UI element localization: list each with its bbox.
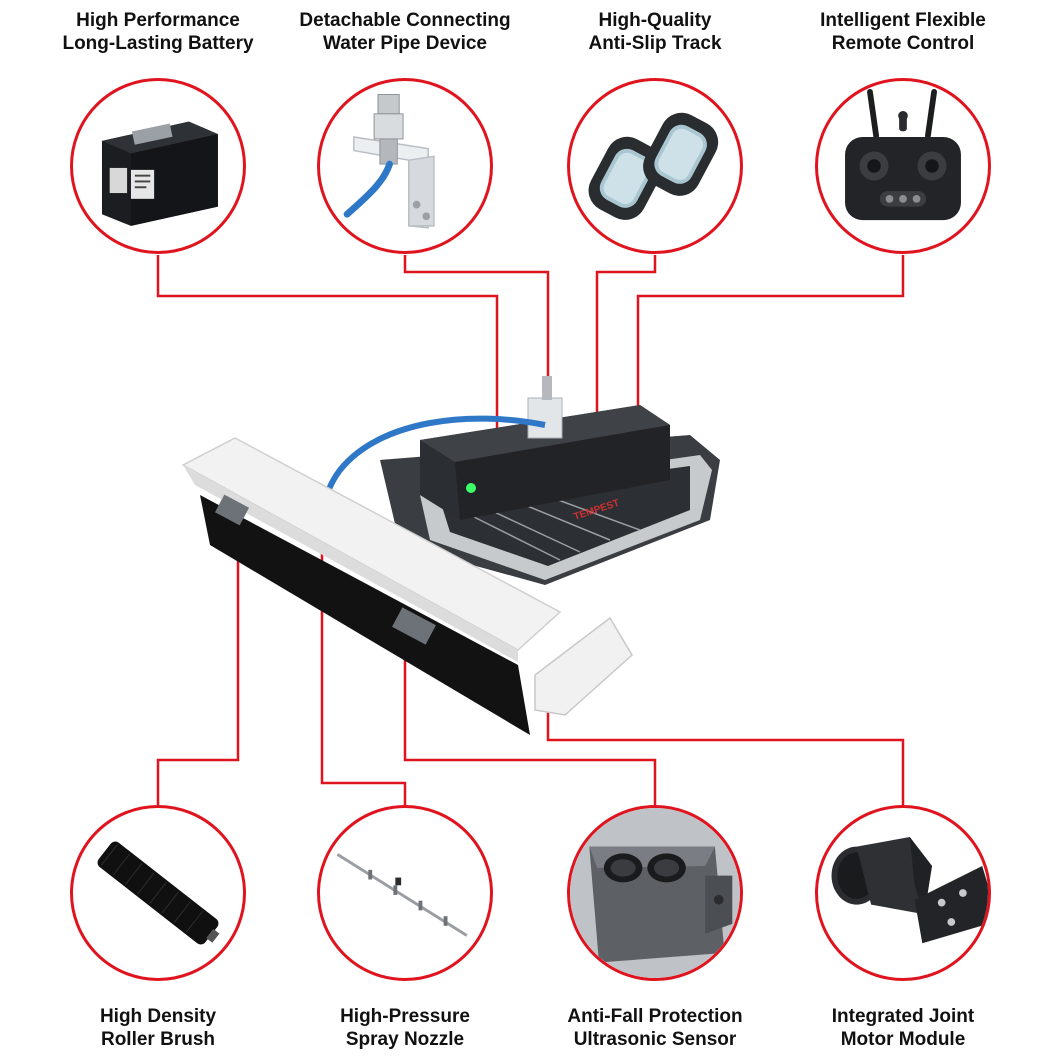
feature-label-nozzle: High-Pressure Spray Nozzle [280,1005,530,1051]
joint-motor-icon [815,805,991,981]
battery-pack-icon [70,78,246,254]
water-pipe-connector-icon [317,78,493,254]
feature-label-water-pipe: Detachable Connecting Water Pipe Device [280,9,530,55]
feature-label-line1: High-Quality [598,10,712,31]
feature-label-line2: Long-Lasting Battery [62,33,254,54]
feature-label-motor: Integrated Joint Motor Module [778,1005,1028,1051]
ultrasonic-sensor-icon [567,805,743,981]
track-belt-icon [567,78,743,254]
feature-label-line1: Detachable Connecting [299,10,511,31]
connector-nozzle [320,537,407,805]
feature-label-line2: Remote Control [831,33,975,54]
feature-label-line2: Spray Nozzle [345,1029,465,1050]
feature-label-remote: Intelligent Flexible Remote Control [778,9,1028,55]
connector-water-pipe [403,255,550,384]
spray-nozzle-icon [317,805,493,981]
remote-controller-icon [815,78,991,254]
feature-label-line2: Anti-Slip Track [588,33,722,54]
feature-label-line2: Roller Brush [100,1029,216,1050]
connector-track [595,255,657,490]
feature-label-line2: Water Pipe Device [322,33,488,54]
connector-sensor [403,632,657,805]
roller-brush-icon [70,805,246,981]
feature-label-line2: Ultrasonic Sensor [573,1029,737,1050]
feature-label-line2: Motor Module [840,1029,966,1050]
feature-label-line1: Integrated Joint [831,1006,975,1027]
feature-label-battery: High Performance Long-Lasting Battery [33,9,283,55]
connector-brush [156,527,240,805]
feature-label-track: High-Quality Anti-Slip Track [530,9,780,55]
feature-label-brush: High Density Roller Brush [33,1005,283,1051]
feature-label-line1: Anti-Fall Protection [567,1006,743,1027]
connector-battery [156,255,499,455]
feature-label-line1: Intelligent Flexible [820,10,986,31]
feature-label-line1: High-Pressure [340,1006,470,1027]
feature-label-line1: High Performance [76,10,240,31]
feature-label-sensor: Anti-Fall Protection Ultrasonic Sensor [530,1005,780,1051]
feature-label-line1: High Density [99,1006,217,1027]
connector-motor [546,686,905,805]
connector-remote [636,255,905,423]
